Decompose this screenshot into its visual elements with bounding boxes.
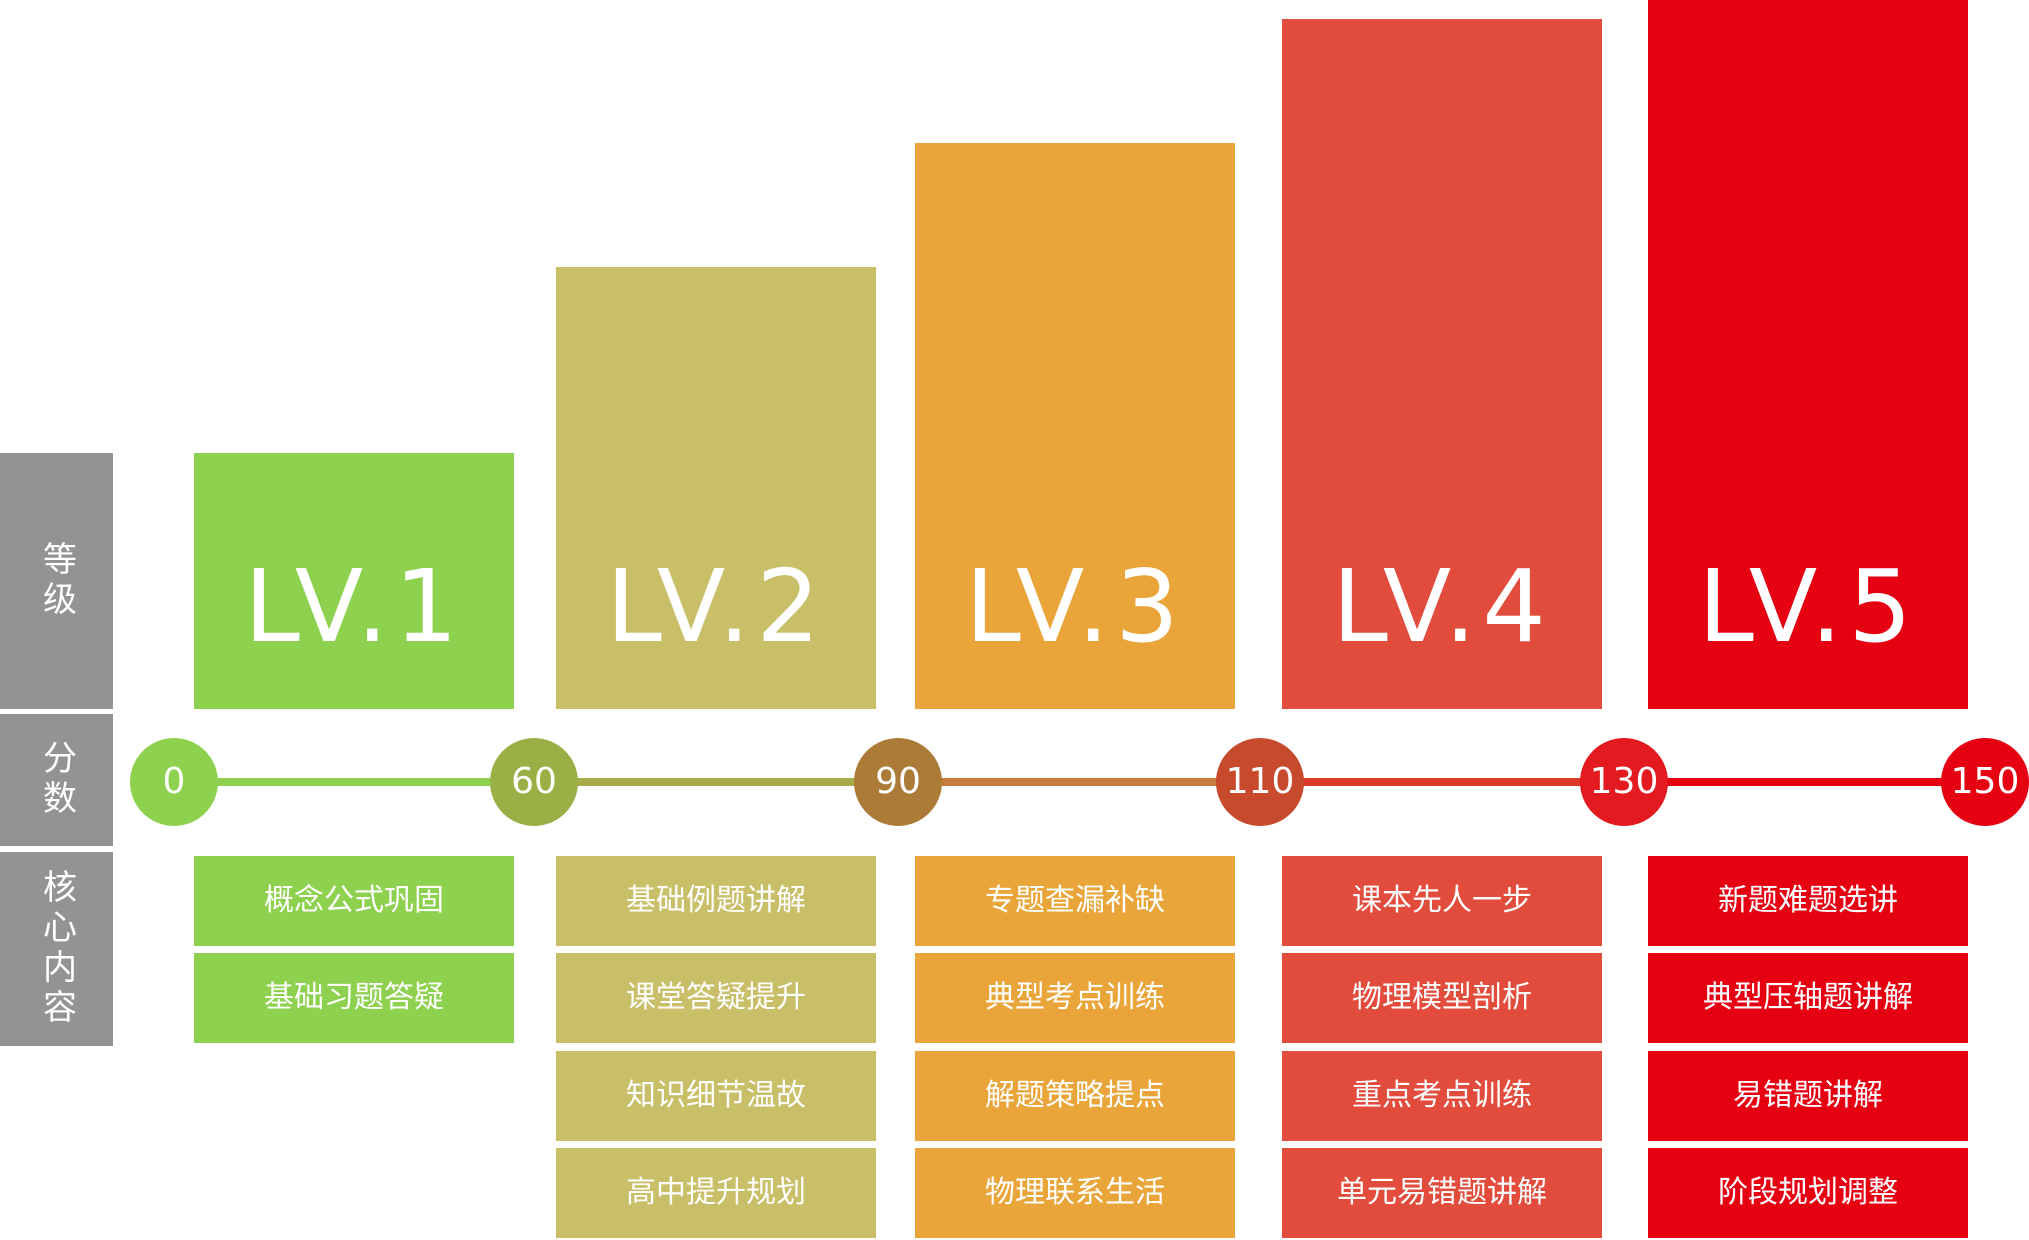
score-line-segment xyxy=(1260,778,1624,786)
content-item: 新题难题选讲 xyxy=(1648,856,1968,946)
row-label-content: 核心内容 xyxy=(0,852,113,1046)
row-label-score: 分数 xyxy=(0,714,113,846)
level-bar-3: LV.3 xyxy=(915,143,1235,709)
row-label-level-text: 等级 xyxy=(36,541,77,621)
score-node-110: 110 xyxy=(1216,738,1304,826)
row-label-content-text: 核心内容 xyxy=(36,869,77,1029)
content-item: 单元易错题讲解 xyxy=(1282,1148,1602,1238)
score-line-segment xyxy=(1624,778,1985,786)
content-item: 物理联系生活 xyxy=(915,1148,1235,1238)
score-node-90: 90 xyxy=(854,738,942,826)
level-label: LV.2 xyxy=(606,548,826,665)
score-node-130: 130 xyxy=(1580,738,1668,826)
content-item: 课堂答疑提升 xyxy=(556,953,876,1043)
content-item: 课本先人一步 xyxy=(1282,856,1602,946)
content-item: 知识细节温故 xyxy=(556,1051,876,1141)
score-node-150: 150 xyxy=(1941,738,2029,826)
level-bar-1: LV.1 xyxy=(194,453,514,709)
content-item: 解题策略提点 xyxy=(915,1051,1235,1141)
level-bar-5: LV.5 xyxy=(1648,0,1968,709)
level-label: LV.4 xyxy=(1332,548,1552,665)
score-line-segment xyxy=(174,778,534,786)
content-item: 物理模型剖析 xyxy=(1282,953,1602,1043)
content-item: 高中提升规划 xyxy=(556,1148,876,1238)
content-item: 重点考点训练 xyxy=(1282,1051,1602,1141)
level-label: LV.5 xyxy=(1698,548,1918,665)
content-item: 易错题讲解 xyxy=(1648,1051,1968,1141)
content-item: 典型考点训练 xyxy=(915,953,1235,1043)
content-item: 典型压轴题讲解 xyxy=(1648,953,1968,1043)
score-node-60: 60 xyxy=(490,738,578,826)
level-bar-2: LV.2 xyxy=(556,267,876,709)
row-label-level: 等级 xyxy=(0,453,113,709)
content-item: 专题查漏补缺 xyxy=(915,856,1235,946)
content-item: 概念公式巩固 xyxy=(194,856,514,946)
score-line-segment xyxy=(534,778,898,786)
content-item: 基础习题答疑 xyxy=(194,953,514,1043)
level-label: LV.1 xyxy=(244,548,464,665)
level-label: LV.3 xyxy=(965,548,1185,665)
level-bar-4: LV.4 xyxy=(1282,19,1602,709)
score-node-0: 0 xyxy=(130,738,218,826)
content-item: 基础例题讲解 xyxy=(556,856,876,946)
score-line-segment xyxy=(898,778,1260,786)
content-item: 阶段规划调整 xyxy=(1648,1148,1968,1238)
row-label-score-text: 分数 xyxy=(36,740,77,820)
